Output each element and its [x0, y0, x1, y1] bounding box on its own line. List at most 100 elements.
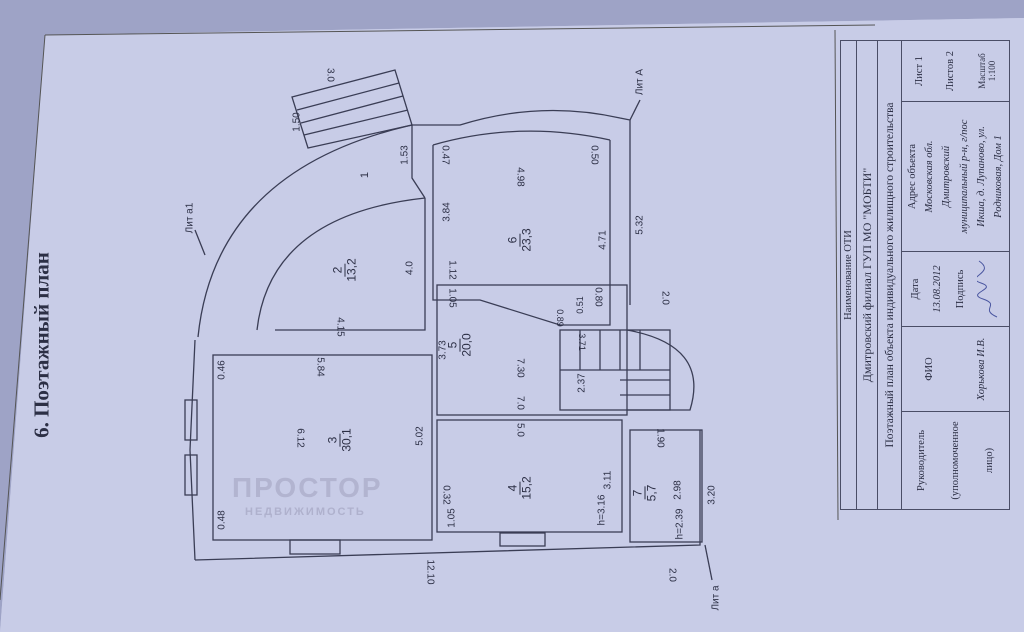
- lit-a1-leader: [194, 229, 206, 256]
- room-4-outline: [436, 419, 623, 533]
- room-number: 4: [506, 481, 521, 495]
- dimension: 4.15: [334, 317, 346, 337]
- fio-value: Хорькова И.В.: [975, 337, 987, 401]
- dimension: 7.30: [514, 358, 526, 378]
- front-bay-wall: [412, 109, 631, 305]
- title-block-doc: Поэтажный план объекта индивидуального ж…: [878, 41, 902, 509]
- room-5-outline: [436, 284, 628, 416]
- dimension: 5.0: [514, 423, 526, 437]
- dimension: 1.90: [654, 428, 666, 448]
- dimension: 4.0: [404, 261, 416, 275]
- dimension: 1.12: [446, 260, 458, 280]
- dimension: h=3.16: [596, 494, 608, 526]
- dimension: 2.98: [672, 480, 684, 500]
- title-block-org-label: Наименование ОТИ: [841, 41, 857, 509]
- address-line: Дмитровский: [941, 145, 953, 208]
- window: [289, 539, 341, 555]
- room-2-outline: [275, 198, 426, 331]
- dimension: 1.53: [399, 145, 411, 165]
- dimension: 3.0: [324, 68, 336, 82]
- date-label: Дата: [909, 278, 921, 300]
- page-title: 6. Поэтажный план: [29, 252, 54, 438]
- dimension: 2.37: [576, 373, 588, 393]
- dimension: 12.10: [424, 559, 436, 585]
- outer-wall-left: [189, 339, 196, 561]
- date-cell: Дата 13.08.2012 Подпись: [902, 251, 1009, 326]
- dimension: 0.50: [588, 145, 600, 165]
- room-number: 2: [331, 263, 346, 277]
- dimension: 3.11: [602, 470, 614, 490]
- head-cell: Руководитель (уполномоченное лицо): [902, 411, 1009, 509]
- walls: [184, 69, 713, 581]
- address-cell: Адрес объекта Московская обл. Дмитровски…: [902, 101, 1009, 251]
- corridor-inner-arc: [256, 197, 426, 331]
- dimension: 5.02: [414, 426, 426, 446]
- room-area: 13,2: [344, 258, 359, 282]
- lit-a1-label: Лит а1: [184, 202, 196, 234]
- page-border-left: [0, 34, 46, 601]
- room-6-outline: [432, 140, 611, 326]
- dimension: 3.84: [441, 202, 453, 222]
- room-area: 30,1: [339, 428, 354, 452]
- dimension: 2.0: [666, 568, 678, 582]
- room6-arc: [432, 130, 611, 146]
- window: [184, 399, 198, 441]
- dimension: 0.89: [555, 309, 565, 327]
- watermark: ПРОСТОР: [232, 472, 383, 503]
- address-line: Икша, д. Лупаново, ул.: [975, 126, 987, 227]
- watermark-sub: НЕДВИЖИМОСТЬ: [245, 506, 366, 518]
- dimension: 0.48: [216, 510, 228, 530]
- signature: [977, 260, 998, 318]
- dimension: 6.12: [294, 428, 306, 448]
- corridor-top: [411, 125, 426, 199]
- staircase-bay: [626, 329, 695, 411]
- dimension: 4.71: [597, 230, 609, 250]
- room-7-outline: [629, 429, 703, 543]
- dimension: 1.05: [446, 508, 458, 528]
- room-area: 20,0: [459, 333, 474, 357]
- room-number: 3: [326, 433, 341, 447]
- address-line: Московская обл.: [924, 140, 936, 213]
- dimension: 4.98: [514, 167, 526, 187]
- dimension: 3.73: [437, 340, 449, 360]
- lit-A-label: Лит А: [634, 68, 646, 96]
- sheet-cell: Лист 1 Листов 2 Масштаб 1:100: [902, 41, 1009, 101]
- dimension: 7.0: [514, 396, 526, 410]
- address-line: Родниковая, Дом 1: [992, 135, 1004, 218]
- room-1-number: 1: [359, 171, 371, 179]
- room-area: 23,3: [519, 228, 534, 252]
- head-sub: (уполномоченное: [949, 421, 961, 500]
- title-block: Наименование ОТИ Дмитровский филиал ГУП …: [840, 40, 1010, 510]
- dimension: 1.05: [446, 288, 458, 308]
- paper-sheet: [0, 18, 1024, 632]
- dimension: 3.71: [577, 333, 587, 351]
- dimension: 5.84: [314, 357, 326, 377]
- dimension: 0.46: [216, 360, 228, 380]
- room-area: 5,7: [644, 484, 659, 502]
- stair-step: [296, 82, 400, 111]
- dimension: 1.50: [291, 112, 303, 132]
- dimension: 5.32: [634, 215, 646, 235]
- stair-step: [303, 109, 409, 136]
- head-sub2: лицо): [984, 447, 996, 474]
- window: [184, 454, 198, 496]
- address-line: муниципальный р-н, г/пос: [958, 119, 970, 234]
- lit-a-label: Лит а: [710, 585, 722, 611]
- lit-a-leader: [629, 99, 641, 121]
- address-label: Адрес объекта: [907, 143, 919, 210]
- dimension: 0.51: [575, 296, 585, 314]
- dimension: 3.20: [706, 485, 718, 505]
- dimension: h=2.39: [674, 508, 686, 540]
- corridor-outer-arc: [197, 124, 413, 338]
- title-block-org: Дмитровский филиал ГУП МО "МОБТИ": [857, 41, 878, 509]
- date-value: 13.08.2012: [932, 265, 944, 313]
- fio-cell: ФИО Хорькова И.В.: [902, 326, 1009, 411]
- window: [499, 532, 546, 547]
- room-number: 7: [631, 486, 646, 500]
